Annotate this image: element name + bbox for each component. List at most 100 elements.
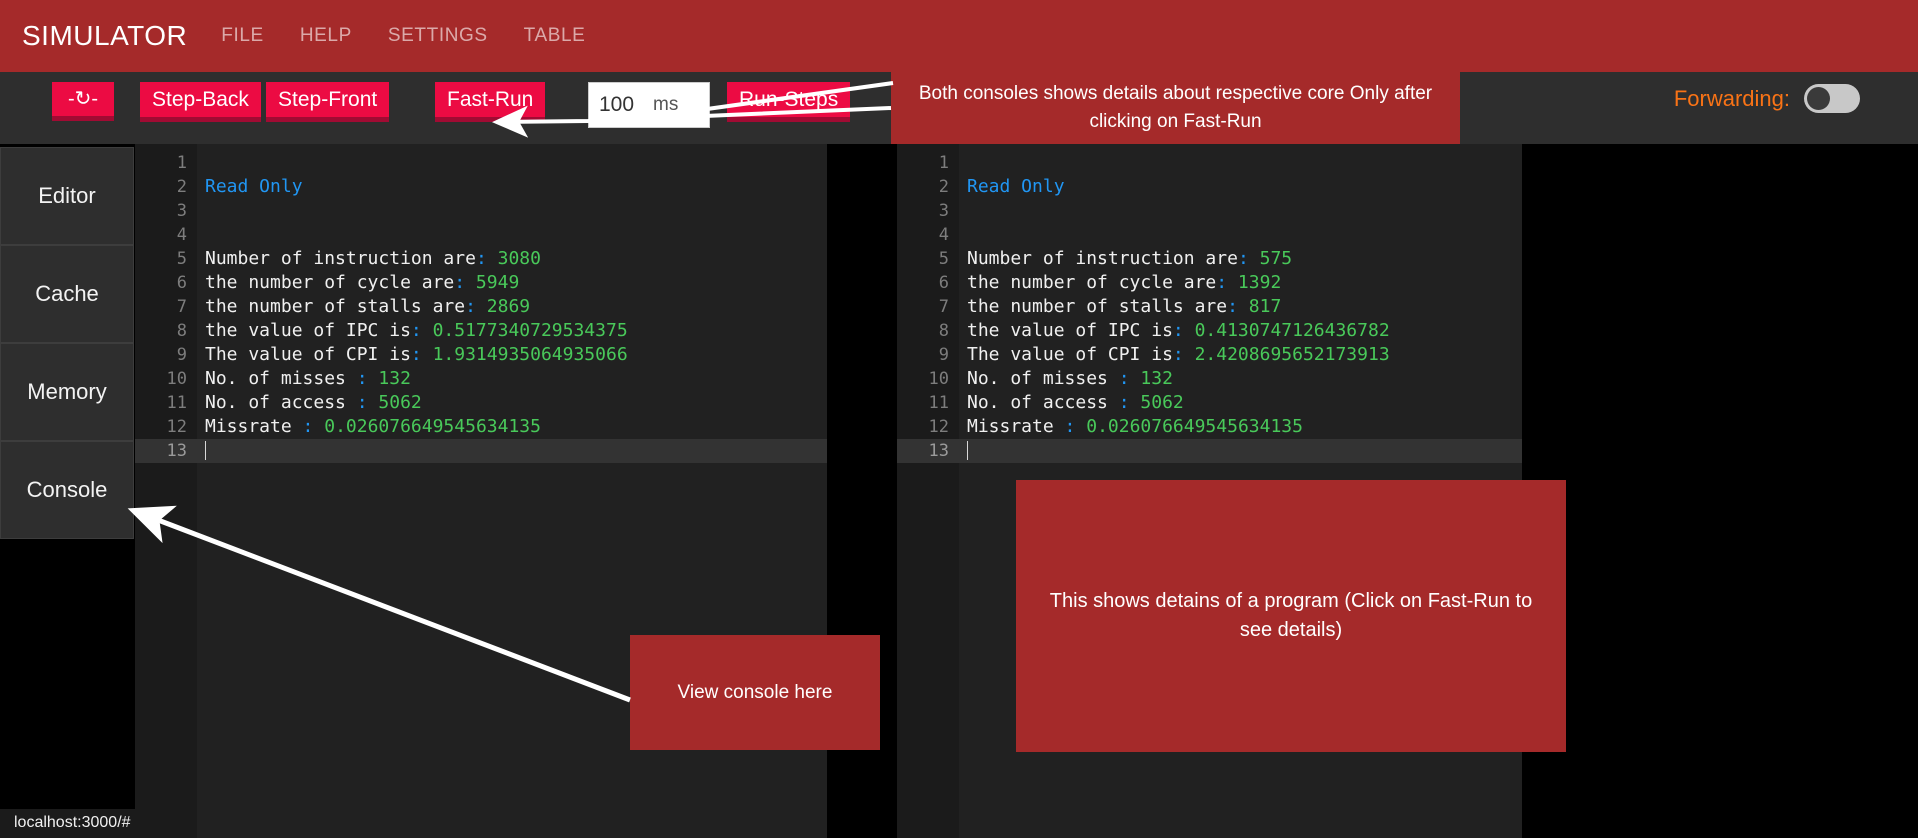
run-steps-button[interactable]: Run-Steps <box>727 82 851 123</box>
line-number: 8 <box>938 321 949 341</box>
forwarding-label: Forwarding: <box>1673 85 1790 111</box>
line-number: 1 <box>938 153 949 173</box>
console-line: the number of stalls are: 817 <box>959 295 1522 319</box>
stat-value: 1392 <box>1227 272 1282 293</box>
line-number: 11 <box>166 393 187 413</box>
stat-label: Missrate <box>967 416 1065 437</box>
stat-value: 1.9314935064935066 <box>421 344 628 365</box>
interval-input[interactable] <box>589 93 651 117</box>
forwarding-toggle-knob <box>1807 87 1830 110</box>
app-header: SIMULATOR FILE HELP SETTINGS TABLE <box>0 0 1918 72</box>
stat-value: 575 <box>1248 248 1293 269</box>
stat-value: 0.4130747126436782 <box>1183 320 1390 341</box>
stat-value: 132 <box>1129 368 1173 389</box>
annotation-view-console: View console here <box>630 635 880 750</box>
sidebar-item-cache[interactable]: Cache <box>0 245 134 343</box>
console-line: Missrate : 0.026076649545634135 <box>959 415 1522 439</box>
console-code-area[interactable]: Read Only Number of instruction are: 308… <box>197 144 827 838</box>
line-number: 2 <box>176 177 187 197</box>
line-number: 5 <box>176 249 187 269</box>
console-line <box>197 223 827 247</box>
console-line: the number of stalls are: 2869 <box>197 295 827 319</box>
line-number: 1 <box>176 153 187 173</box>
stat-label: The value of CPI is <box>205 344 411 365</box>
console-line: The value of CPI is: 2.4208695652173913 <box>959 343 1522 367</box>
console-line <box>959 199 1522 223</box>
console-line: Number of instruction are: 575 <box>959 247 1522 271</box>
stat-label: Number of instruction are <box>967 248 1238 269</box>
console-line: Read Only <box>197 175 827 199</box>
reset-button[interactable]: -↻- <box>52 82 115 121</box>
line-number: 10 <box>166 369 187 389</box>
console-line: No. of access : 5062 <box>197 391 827 415</box>
read-only-label: Read Only <box>205 176 303 197</box>
stat-separator: : <box>356 392 368 413</box>
stat-label: the number of stalls are <box>205 296 466 317</box>
stat-value: 817 <box>1237 296 1282 317</box>
stat-separator: : <box>1172 344 1184 365</box>
line-number: 12 <box>928 417 949 437</box>
console-line <box>197 199 827 223</box>
stat-value: 132 <box>367 368 411 389</box>
line-number: 6 <box>938 273 949 293</box>
interval-input-wrapper: ms <box>588 82 710 128</box>
line-number: 8 <box>176 321 187 341</box>
stat-separator: : <box>1172 320 1184 341</box>
stat-separator: : <box>1237 248 1249 269</box>
console-line: the value of IPC is: 0.5177340729534375 <box>197 319 827 343</box>
nav-item-help[interactable]: HELP <box>299 25 352 46</box>
forwarding-toggle[interactable] <box>1804 84 1860 113</box>
stat-separator: : <box>1118 392 1130 413</box>
stat-label: No. of access <box>967 392 1119 413</box>
line-number: 7 <box>938 297 949 317</box>
nav-item-settings[interactable]: SETTINGS <box>387 25 488 46</box>
line-number: 12 <box>166 417 187 437</box>
line-number: 4 <box>938 225 949 245</box>
stat-label: The value of CPI is <box>967 344 1173 365</box>
line-number: 4 <box>176 225 187 245</box>
stat-label: Number of instruction are <box>205 248 476 269</box>
stat-label: No. of access <box>205 392 357 413</box>
stat-separator: : <box>302 416 314 437</box>
stat-label: the value of IPC is <box>205 320 411 341</box>
line-number: 13 <box>135 439 197 463</box>
fast-run-button[interactable]: Fast-Run <box>435 82 546 123</box>
step-front-button[interactable]: Step-Front <box>266 82 390 123</box>
line-number: 3 <box>176 201 187 221</box>
console-line <box>959 439 1522 463</box>
annotation-consoles-note: Both consoles shows details about respec… <box>891 72 1460 144</box>
console-line: No. of misses : 132 <box>197 367 827 391</box>
sidebar-item-memory[interactable]: Memory <box>0 343 134 441</box>
stat-value: 0.026076649545634135 <box>313 416 541 437</box>
console-line <box>197 439 827 463</box>
stat-value: 5062 <box>1129 392 1184 413</box>
app-title: SIMULATOR <box>22 20 188 51</box>
stat-value: 2869 <box>475 296 531 317</box>
stat-separator: : <box>465 296 476 317</box>
stat-value: 0.026076649545634135 <box>1075 416 1303 437</box>
forwarding-control: Forwarding: <box>1674 84 1860 113</box>
step-back-button[interactable]: Step-Back <box>140 82 261 123</box>
read-only-label: Read Only <box>967 176 1065 197</box>
stat-label: No. of misses <box>205 368 357 389</box>
sidebar-item-editor[interactable]: Editor <box>0 147 134 245</box>
stat-separator: : <box>410 344 422 365</box>
sidebar-item-console[interactable]: Console <box>0 441 134 539</box>
status-bar-url: localhost:3000/# <box>0 809 145 838</box>
stat-label: the number of cycle are <box>205 272 455 293</box>
console-code-area[interactable]: Read Only Number of instruction are: 575… <box>959 144 1522 838</box>
nav-item-table[interactable]: TABLE <box>523 25 586 46</box>
stat-value: 2.4208695652173913 <box>1183 344 1390 365</box>
stat-label: No. of misses <box>967 368 1119 389</box>
stat-separator: : <box>356 368 368 389</box>
stat-label: the value of IPC is <box>967 320 1173 341</box>
stat-separator: : <box>1064 416 1076 437</box>
console-line: the number of cycle are: 1392 <box>959 271 1522 295</box>
console-line: Missrate : 0.026076649545634135 <box>197 415 827 439</box>
sidebar: Editor Cache Memory Console <box>0 147 134 539</box>
console-line: The value of CPI is: 1.9314935064935066 <box>197 343 827 367</box>
nav-item-file[interactable]: FILE <box>221 25 264 46</box>
